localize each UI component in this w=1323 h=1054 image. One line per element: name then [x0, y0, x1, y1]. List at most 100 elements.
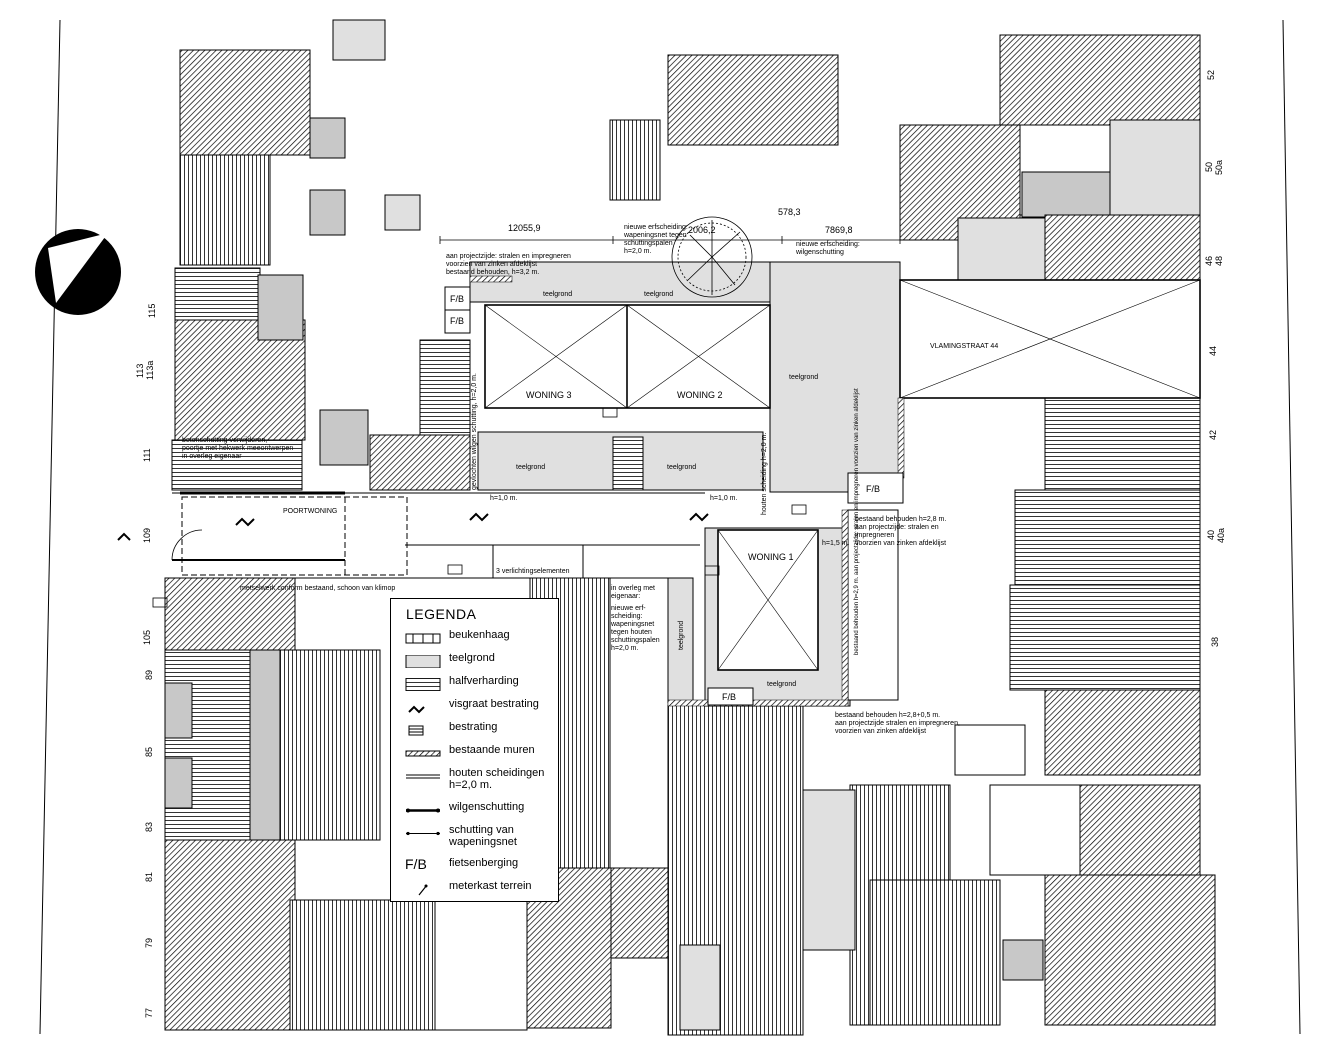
svg-text:40a: 40a: [1216, 528, 1226, 543]
vertical-note-4: bestaand behouden h=2,9 m. aan projectzi…: [854, 388, 860, 655]
fietsenberging-boxes: [444, 286, 904, 706]
svg-text:83: 83: [144, 822, 154, 832]
svg-text:42: 42: [1208, 430, 1218, 440]
label-teelgrond-6: teelgrond: [767, 681, 796, 688]
poortwoning-passage: [171, 491, 705, 579]
double-line-icon: [406, 774, 440, 779]
note-8-line-2: aan projectzijde stralen en impregneren,: [835, 720, 960, 727]
svg-text:40: 40: [1206, 530, 1216, 540]
note-4-line-2: poortje met hekwerk meeontwerpen: [182, 445, 293, 452]
svg-text:44: 44: [1208, 346, 1218, 356]
note-5: metselwerk conform bestaand, schoon van …: [240, 585, 395, 592]
note-6-line-8: h=2,0 m.: [611, 645, 638, 652]
dotted-line-icon: [406, 831, 440, 836]
dimension-4: 7869,8: [825, 225, 853, 235]
legend-title: LEGENDA: [406, 606, 477, 622]
legend-item-bestrating: bestrating: [405, 721, 555, 741]
tree-icon: [671, 216, 753, 298]
dimension-3: 578,3: [778, 207, 801, 217]
woning-2-3-block: [484, 304, 771, 409]
svg-text:89: 89: [144, 670, 154, 680]
svg-text:81: 81: [144, 872, 154, 882]
street-lines: [39, 19, 1301, 1035]
label-fb-1: F/B: [450, 294, 464, 304]
svg-text:115: 115: [147, 304, 157, 318]
note-6-line-4: scheiding:: [611, 613, 643, 620]
plan-labels: WONING 3 WONING 2 WONING 1 VLAMINGSTRAAT…: [182, 207, 998, 735]
note-6-line-6: tegen houten: [611, 629, 652, 636]
label-woning-2: WONING 2: [677, 390, 723, 400]
label-h10-b: h=1,0 m.: [710, 495, 737, 502]
legend-item-halfverharding: halfverharding: [405, 675, 555, 695]
house-numbers-right: 52 50 50a 46 48 44 42 40 40a 38: [1204, 70, 1226, 647]
svg-text:105: 105: [142, 630, 152, 645]
thick-line-icon: [406, 808, 440, 813]
fb-symbol: F/B: [405, 856, 427, 872]
legend-item-teelgrond: teelgrond: [405, 652, 555, 672]
legend-item-fietsenberging: F/B fietsenberging: [405, 856, 519, 872]
legend-item-beukenhaag: beukenhaag: [405, 629, 555, 649]
vertical-note-2: houten scheiding h=2,0 m.: [761, 433, 768, 515]
note-8-line-3: voorzien van zinken afdeklijst: [835, 728, 926, 735]
svg-text:113a: 113a: [145, 361, 155, 380]
svg-text:113: 113: [135, 364, 145, 378]
svg-text:77: 77: [144, 1008, 154, 1018]
label-teelgrond-2: teelgrond: [644, 291, 673, 298]
note-6-line-1: in overleg met: [611, 585, 655, 592]
legend-item-meterkast: meterkast terrein: [405, 880, 555, 900]
grey-fill-icon: [405, 655, 441, 668]
label-teelgrond-1: teelgrond: [543, 291, 572, 298]
svg-text:48: 48: [1214, 256, 1224, 266]
note-7-line-1: bestaand behouden h=2,8 m.: [855, 516, 946, 523]
note-2-line-4: h=2,0 m.: [624, 248, 651, 255]
note-6-line-3: nieuwe erf-: [611, 605, 646, 612]
herringbone-icon: [408, 705, 425, 714]
north-arrow-icon: [35, 229, 121, 315]
paving-symbols: [152, 407, 807, 608]
legend-item-bestaande-muren: bestaande muren: [405, 744, 555, 764]
svg-text:85: 85: [144, 747, 154, 757]
svg-text:38: 38: [1210, 637, 1220, 647]
note-4-line-3: in overleg eigenaar: [182, 453, 242, 460]
label-teelgrond-4: teelgrond: [516, 464, 545, 471]
label-fb-3: F/B: [866, 484, 880, 494]
label-fb-2: F/B: [450, 316, 464, 326]
label-woning-1: WONING 1: [748, 552, 794, 562]
vertical-note-3: teelgrond: [678, 621, 685, 650]
label-vlamingstraat: VLAMINGSTRAAT 44: [930, 343, 998, 350]
vertical-note-1: gevlochten wilgen schutting, h=2,0 m.: [471, 373, 478, 490]
label-teelgrond-5: teelgrond: [667, 464, 696, 471]
note-8-line-1: bestaand behouden h=2,8+0,5 m.: [835, 712, 940, 719]
svg-text:50a: 50a: [1214, 160, 1224, 175]
note-7-line-3: impregneren: [855, 532, 894, 539]
neighbour-buildings-left: [164, 49, 471, 1031]
label-fb-4: F/B: [722, 692, 736, 702]
note-2-line-1: nieuwe erfscheiding:: [624, 224, 688, 231]
note-7-line-4: voorzien van zinken afdeklijst: [855, 540, 946, 547]
label-h15: h=1,5 m.: [822, 540, 849, 547]
note-6-line-7: schuttingspalen: [611, 637, 660, 644]
note-1-line-2: voorzien van zinken afdeklijst: [446, 261, 537, 268]
svg-text:46: 46: [1204, 256, 1214, 266]
house-numbers-left: 115 113 113a 111 109 105 89 85 83 81 79 …: [135, 304, 157, 1018]
svg-text:50: 50: [1204, 162, 1214, 172]
note-3-line-1: nieuwe erfscheiding:: [796, 241, 860, 248]
note-2-line-3: schuttingspalen: [624, 240, 673, 247]
label-woning-3: WONING 3: [526, 390, 572, 400]
legend-item-wilgenschutting: wilgenschutting: [405, 801, 555, 821]
legend-item-visgraat: visgraat bestrating: [405, 698, 555, 718]
note-4-line-1: betonschutting verwijderen,: [182, 437, 267, 444]
legend-item-schutting-wapeningsnet: schutting van wapeningsnet: [405, 824, 555, 854]
note-1-line-1: aan projectzijde: stralen en impregneren: [446, 253, 571, 260]
legend-item-houten-scheidingen: houten scheidingen h=2,0 m.: [405, 767, 555, 797]
dimension-2: 2006,2: [688, 225, 716, 235]
note-2-line-2: wapeningsnet tegen: [623, 232, 687, 239]
note-6-line-2: eigenaar:: [611, 593, 640, 600]
legend: LEGENDA beukenhaag teelgrond halfverhard…: [390, 598, 559, 902]
label-poortwoning: POORTWONING: [283, 508, 337, 515]
note-6-line-5: wapeningsnet: [610, 621, 654, 628]
svg-text:109: 109: [142, 528, 152, 543]
woning-1-block: [717, 529, 819, 671]
note-1-line-3: bestaand behouden, h=3,2 m.: [446, 269, 539, 276]
label-verlichting: 3 verlichtingselementen: [496, 568, 570, 575]
